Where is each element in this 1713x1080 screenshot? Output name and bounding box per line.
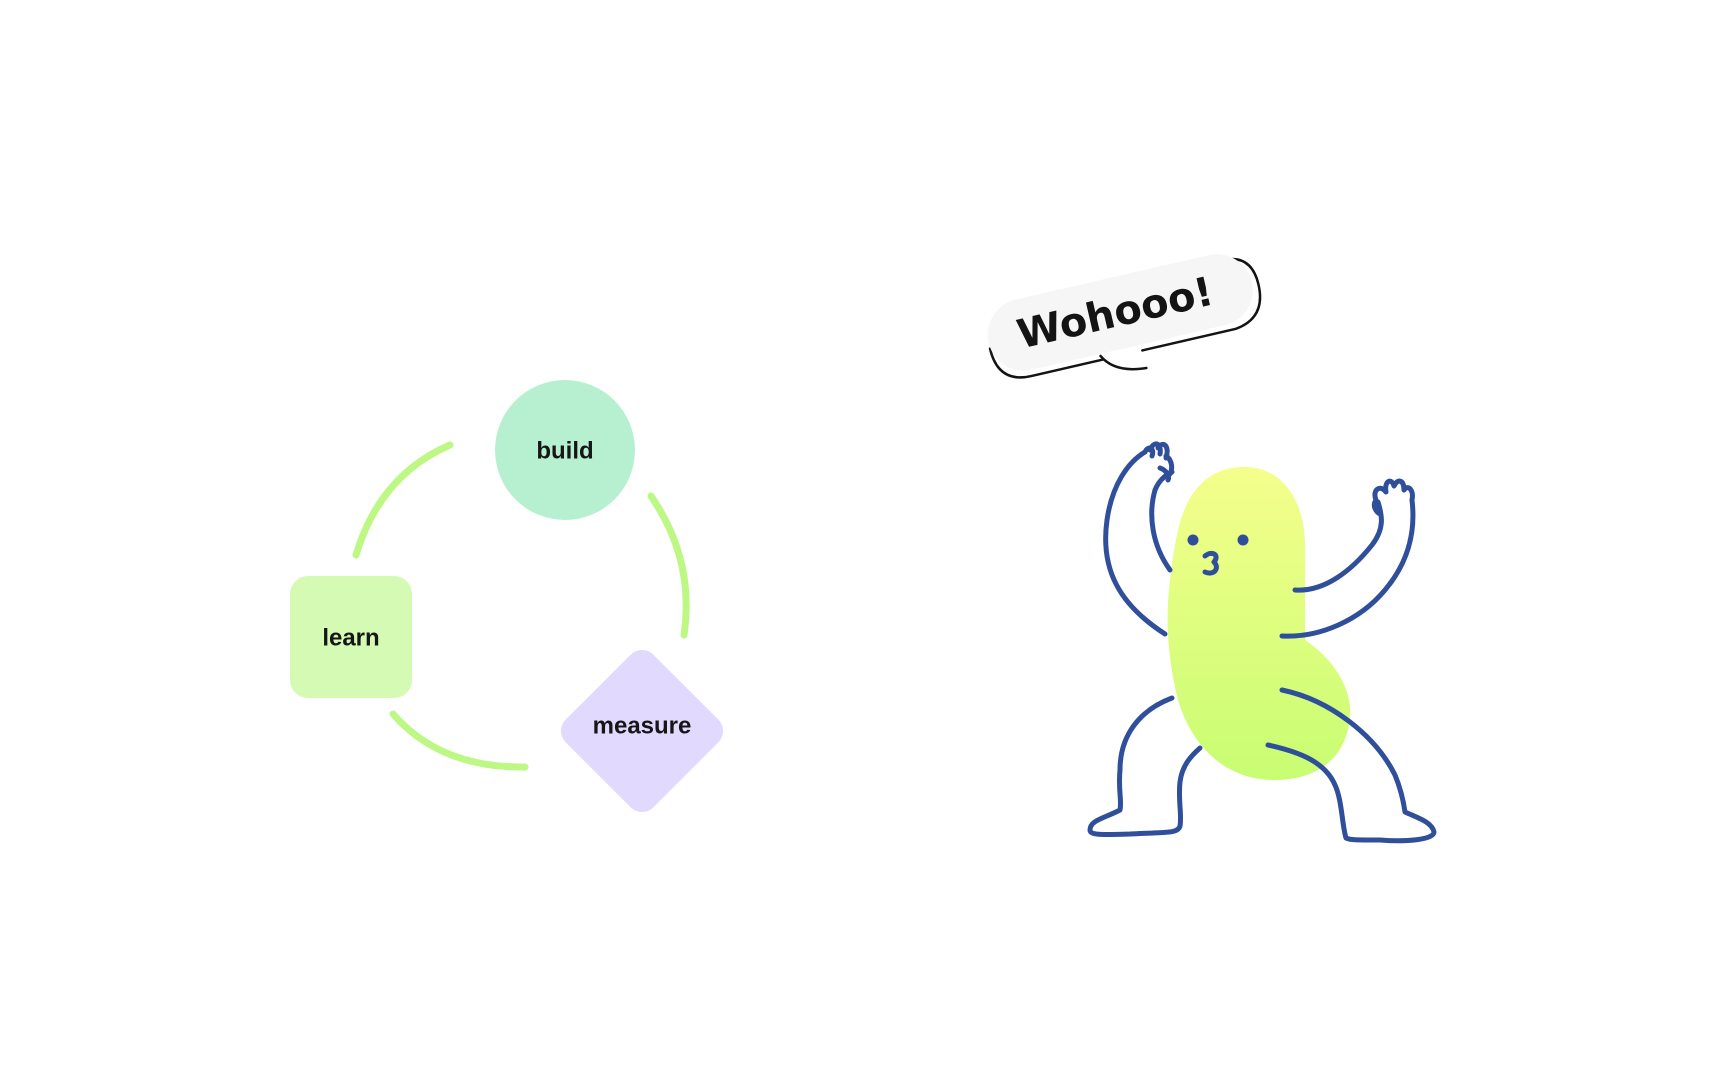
character-left-leg <box>1087 695 1203 837</box>
character-mouth <box>1202 550 1219 576</box>
character-left-hand <box>1142 441 1175 483</box>
character-left-arm <box>1103 449 1175 637</box>
character-body <box>1167 467 1351 780</box>
character-right-leg <box>1265 687 1437 844</box>
character-right-eye <box>1237 534 1249 546</box>
learn-node-label: learn <box>322 624 379 651</box>
build-node: build <box>495 380 635 520</box>
speech-bubble-tail <box>1099 354 1148 371</box>
measure-node-shape <box>560 649 724 813</box>
connector-learn-to-build <box>352 441 454 559</box>
character-left-eye <box>1187 534 1199 546</box>
measure-node-label: measure <box>593 712 692 739</box>
speech-bubble: Wohooo! <box>987 254 1262 379</box>
connector-measure-to-learn <box>389 710 529 771</box>
cycle-connectors <box>352 441 690 771</box>
build-measure-learn-cycle: build learn measure <box>290 380 724 813</box>
character-right-hand <box>1371 478 1415 517</box>
speech-bubble-body <box>987 254 1253 371</box>
build-node-label: build <box>536 437 593 464</box>
learn-node: learn <box>290 576 412 698</box>
learn-node-shape <box>290 576 412 698</box>
connector-build-to-measure <box>647 492 690 639</box>
measure-node: measure <box>560 649 724 813</box>
build-node-shape <box>495 380 635 520</box>
cheering-character <box>1087 441 1437 844</box>
